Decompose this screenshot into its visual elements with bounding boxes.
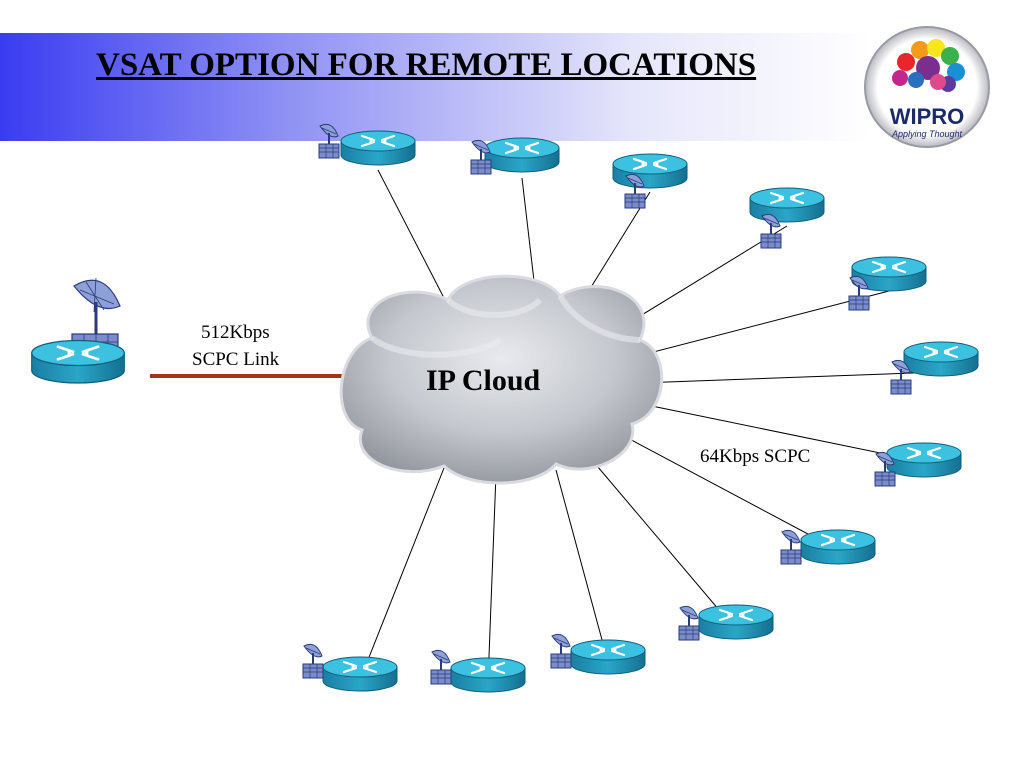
- remote-link-label: 64Kbps SCPC: [700, 446, 811, 467]
- remote-site-4: [748, 186, 826, 249]
- rainbow-flower-icon: [892, 39, 965, 92]
- remote-site-3: [611, 152, 689, 209]
- remote-site-7: [874, 441, 963, 487]
- remote-site-9: [678, 603, 775, 641]
- hub-link-type-label: SCPC Link: [192, 349, 280, 370]
- remote-site-12: [302, 643, 399, 693]
- slide-title: VSAT OPTION FOR REMOTE LOCATIONS: [96, 47, 757, 83]
- hub-site: [30, 276, 126, 385]
- remote-links: [359, 169, 942, 683]
- wipro-logo: WIPRO Applying Thought: [864, 26, 990, 148]
- remote-site-1: [318, 123, 417, 167]
- ip-cloud-label: IP Cloud: [426, 364, 541, 397]
- hub-link-speed-label: 512Kbps: [201, 322, 270, 343]
- remote-site-5: [848, 255, 928, 311]
- logo-tagline: Applying Thought: [891, 129, 963, 139]
- remote-site-2: [470, 136, 561, 175]
- ip-cloud: [339, 274, 664, 485]
- remote-site-8: [780, 528, 877, 566]
- logo-wordmark: WIPRO: [890, 104, 965, 129]
- remote-site-6: [890, 340, 980, 395]
- remote-site-11: [430, 649, 527, 694]
- header-band: [0, 33, 1024, 141]
- remote-site-10: [550, 633, 647, 676]
